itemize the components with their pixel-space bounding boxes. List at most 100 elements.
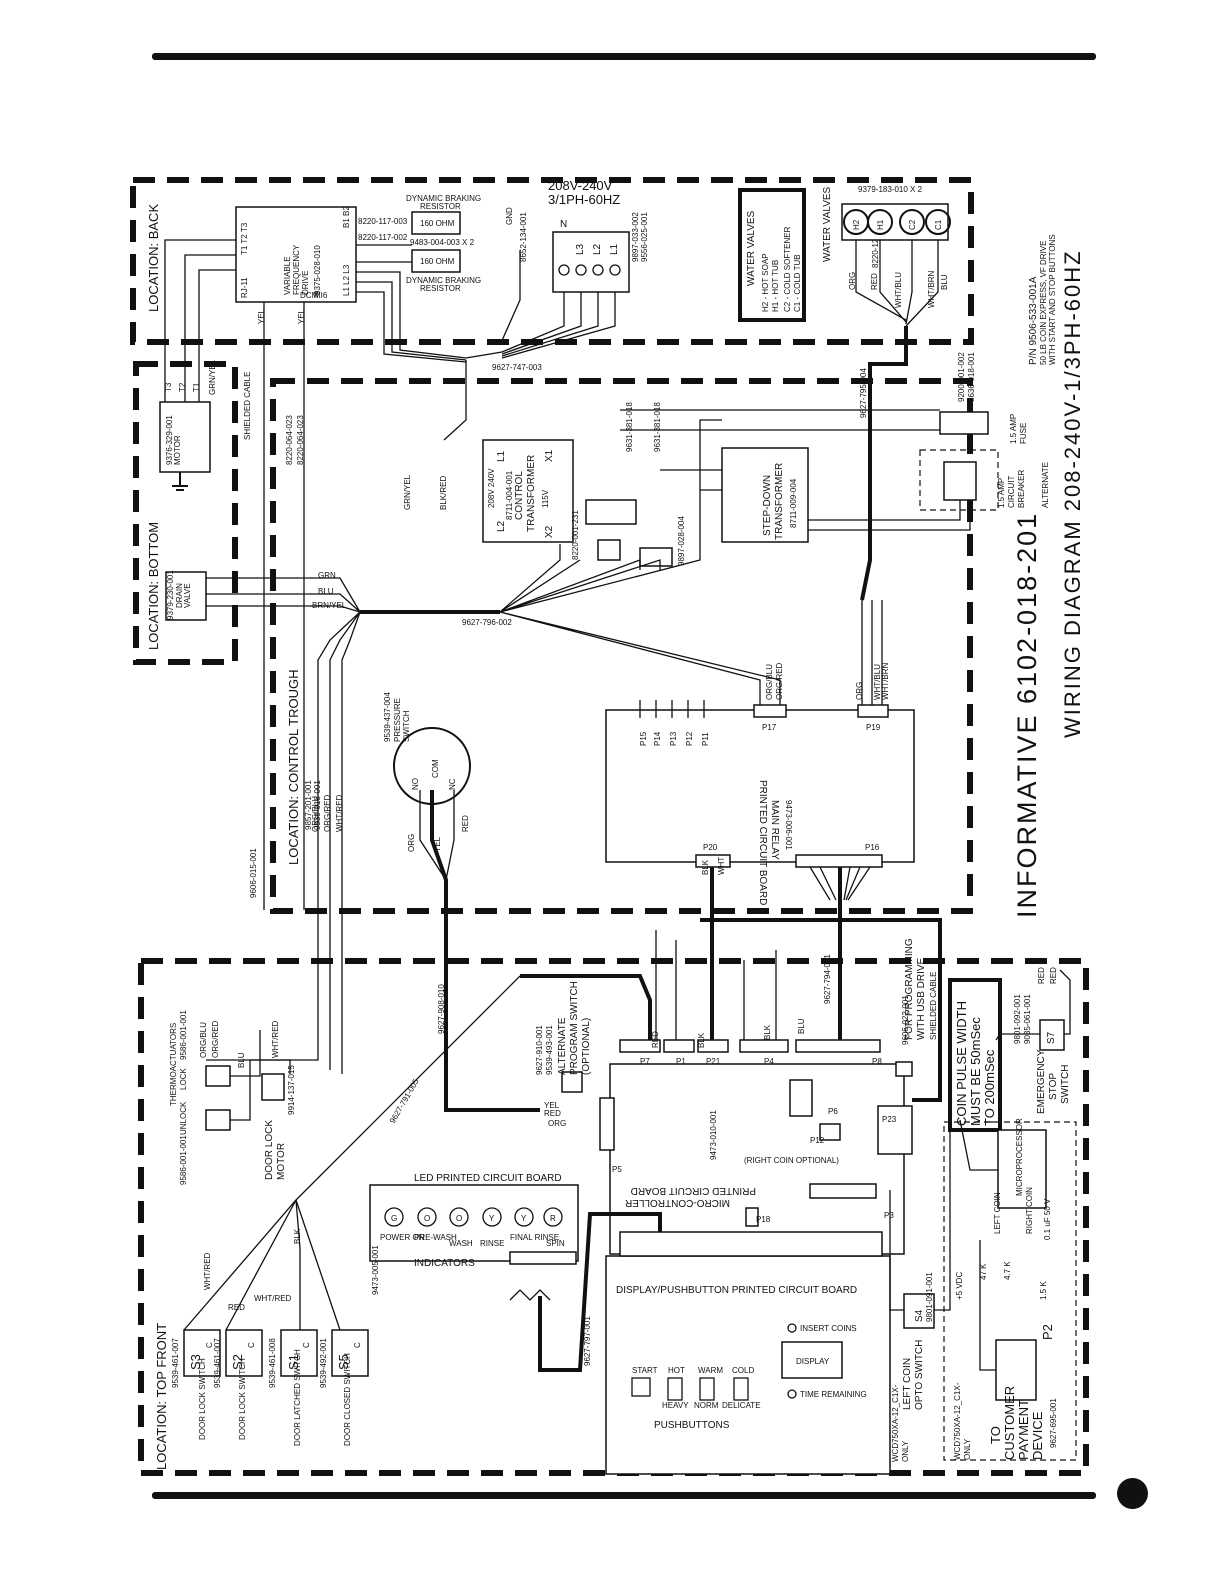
relay-name-1: MAIN RELAY xyxy=(769,800,780,860)
bottom-rule xyxy=(152,1492,1096,1499)
customer-payment-outline xyxy=(943,1121,1077,1461)
block-pn2: 9556-025-001 xyxy=(640,212,649,262)
s4-pn: 9801-091-001 xyxy=(925,1272,934,1322)
resistor-title-1: DYNAMIC BRAKING xyxy=(406,194,481,203)
wcd-only-1: WCD750XA-12_C1X- xyxy=(953,1382,962,1460)
thermo-title: THERMOACTUATORS xyxy=(169,1023,178,1106)
door-switch-s3 xyxy=(183,1329,221,1377)
door-lock-motor-pn: 9914-137-015 xyxy=(287,1065,296,1115)
p20-label: P20 xyxy=(703,843,718,852)
insert-coins-led xyxy=(787,1323,797,1333)
estop-label-1: EMERGENCY xyxy=(1036,1049,1047,1114)
ct-x1: X1 xyxy=(544,449,555,462)
breaker-label-3: BREAKER xyxy=(1017,470,1026,508)
alternate-breaker-outline xyxy=(919,449,999,511)
led-o1: O xyxy=(424,1214,430,1223)
door-lock-motor-label-2: MOTOR xyxy=(276,1143,287,1180)
wire-yel-front: YEL xyxy=(544,1101,560,1110)
led-final-rinse: FINAL RINSE xyxy=(510,1233,559,1242)
left-opto-only: ONLY xyxy=(901,1440,910,1462)
led-y2: Y xyxy=(521,1214,527,1223)
coil-h1: H1 xyxy=(876,219,885,230)
wire-org-front: ORG xyxy=(548,1119,566,1128)
alt-switch-1: ALTERNATE xyxy=(557,1017,568,1075)
location-back-label: LOCATION: BACK xyxy=(146,204,161,312)
led-power: POWER ON xyxy=(380,1233,425,1242)
customer-pn: 9627-695-001 xyxy=(1049,1398,1058,1448)
micro-connectors xyxy=(599,1039,913,1227)
p14: P14 xyxy=(653,731,662,746)
wire-blu: BLU xyxy=(318,587,334,596)
relay-pn: 9473-006-001 xyxy=(784,800,793,850)
thermo-unlock: UNLOCK xyxy=(179,1101,188,1135)
p12: P12 xyxy=(685,731,694,746)
wire-grn: GRN xyxy=(318,571,336,580)
harness-796: 9627-796-002 xyxy=(462,618,512,627)
water-valve-coils xyxy=(841,203,951,241)
pressure-name-2: SWITCH xyxy=(402,710,411,742)
resistor-pn2: 8220-117-002 xyxy=(358,233,408,242)
wire-grn-yel-1: GRN/YEL xyxy=(403,474,412,510)
usb-pn: 9606-022-001 xyxy=(901,995,910,1045)
terminal-screws xyxy=(558,264,621,276)
vfd-dcm: DCM xyxy=(300,291,319,300)
s1-pn: 9539-461-008 xyxy=(268,1338,277,1388)
estop-label-2: STOP xyxy=(1048,1073,1059,1100)
resistor-2-value: 160 OHM xyxy=(420,257,455,266)
estop-pn1: 9801-092-001 xyxy=(1013,994,1022,1044)
p17-label: P17 xyxy=(762,723,777,732)
ct-l1: L1 xyxy=(496,450,507,462)
wire-wht-p20: WHT xyxy=(717,857,726,875)
harness-131b: 9631-381-018 xyxy=(653,402,662,452)
wire-wht-red-s3: WHT/RED xyxy=(203,1252,212,1290)
control-trough-enclosure xyxy=(270,378,973,914)
harness-795: 9627-795-004 xyxy=(859,368,868,418)
vfd-name-2: FREQUENCY xyxy=(292,244,301,295)
right-coin-label: RIGHT COIN xyxy=(1025,1187,1034,1234)
pushbuttons-label: PUSHBUTTONS xyxy=(654,1420,730,1431)
connector-p16 xyxy=(795,854,883,868)
location-bottom-label: LOCATION: BOTTOM xyxy=(146,522,161,650)
thermo-lock: LOCK xyxy=(179,1068,188,1090)
s7-label: S7 xyxy=(1046,1031,1057,1044)
wire-org-red-thermo: ORG/RED xyxy=(211,1020,220,1058)
motor-t1: T1 xyxy=(192,382,201,392)
microprocessor-label: MICROPROCESSOR xyxy=(1015,1118,1024,1196)
button-delicate: DELICATE xyxy=(722,1401,761,1410)
door-lock-motor xyxy=(261,1073,285,1101)
drain-valve-box xyxy=(165,571,207,621)
thermoactuator-unlock xyxy=(205,1109,231,1131)
circuit-breaker xyxy=(943,461,977,501)
terminal-l1: L1 xyxy=(609,243,620,255)
location-trough-label: LOCATION: CONTROL TROUGH xyxy=(286,670,301,866)
pressure-name-1: PRESSURE xyxy=(393,698,402,742)
coin-pulse-3: TO 200mSec xyxy=(982,1049,997,1126)
emergency-stop-switch xyxy=(1039,1019,1065,1051)
button-warm: WARM xyxy=(698,1366,723,1375)
p2-label: P2 xyxy=(1040,1324,1055,1340)
display-board-title: DISPLAY/PUSHBUTTON PRINTED CIRCUIT BOARD xyxy=(616,1285,857,1296)
usb-label-1: FOR PROGRAMMING xyxy=(904,938,915,1040)
coil-c1: C1 xyxy=(934,219,943,230)
top-rule xyxy=(152,53,1096,60)
conn-p23: P23 xyxy=(882,1115,897,1124)
vfd-rj: RJ-11 xyxy=(240,277,249,298)
harness-908: 9627-908-010 xyxy=(437,984,446,1034)
led-connector xyxy=(509,1251,577,1265)
harness-791: 9627-791-005 xyxy=(388,1077,421,1125)
door-switch-s1 xyxy=(280,1329,318,1377)
s3-name: DOOR LOCK SWITCH xyxy=(198,1358,207,1440)
vfd-line-terms: L1 L2 L3 xyxy=(342,264,351,296)
s4-switch xyxy=(903,1293,935,1329)
wv-wht-brn: WHT/BRN xyxy=(927,270,936,308)
fuse-pn2: 8636-018-001 xyxy=(967,352,976,402)
fuse-pn1: 9200-001-002 xyxy=(957,352,966,402)
harness-797: 9627-797-001 xyxy=(583,1316,592,1366)
conn-p21: P21 xyxy=(706,1057,721,1066)
sdt-name-2: TRANSFORMER xyxy=(774,463,785,540)
micro-name-2: PRINTED CIRCUIT BOARD xyxy=(631,1185,756,1196)
wire-red-1: RED xyxy=(461,815,470,832)
harness-131a: 9631-381-018 xyxy=(625,402,634,452)
led-board-pn: 9473-005-001 xyxy=(371,1245,380,1295)
